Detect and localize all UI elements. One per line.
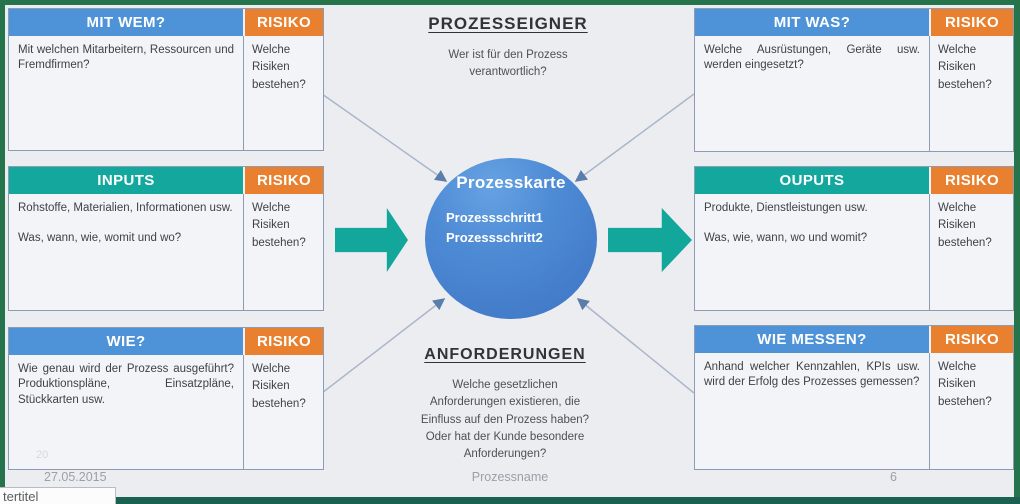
panel-text: Was, wann, wie, womit und wo?: [18, 232, 182, 245]
connector-line: [321, 93, 448, 182]
panel-text: Rohstoffe, Materialien, Informationen us…: [18, 202, 233, 214]
panel-text: Wie genau wird der Prozess ausgeführt? P…: [18, 363, 234, 406]
process-circle-title: Prozesskarte: [456, 173, 566, 192]
requirements-text: Welche gesetzlichen Anforderungen existi…: [375, 377, 635, 463]
panel-ouputs-body: Produkte, Dienstleistungen usw. Was, wie…: [695, 194, 929, 310]
requirements-block: ANFORDERUNGEN Welche gesetzlichen Anford…: [375, 346, 635, 463]
text-line: Wer ist für den Prozess: [448, 49, 568, 61]
process-owner-block: PROZESSEIGNER Wer ist für den Prozess ve…: [378, 14, 638, 82]
process-circle: Prozesskarte Prozessschritt1 Prozessschr…: [425, 158, 597, 319]
risk-header: RISIKO: [929, 326, 1013, 353]
master-title-tooltip: tertitel: [0, 487, 116, 504]
panel-wie-messen: WIE MESSEN? RISIKO Anhand welcher Kennza…: [694, 325, 1014, 470]
risk-header: RISIKO: [929, 9, 1013, 36]
risk-header: RISIKO: [243, 328, 323, 355]
panel-text: Mit welchen Mitarbeitern, Ressourcen und…: [18, 44, 234, 72]
risk-body: Welche Risiken bestehen?: [929, 194, 1013, 310]
panel-inputs: INPUTS RISIKO Rohstoffe, Materialien, In…: [8, 166, 324, 311]
footer-process-name: Prozessname: [471, 470, 549, 484]
process-steps: Prozessschritt1 Prozessschritt2: [446, 208, 597, 248]
risk-body: Welche Risiken bestehen?: [243, 355, 323, 469]
panel-text: Was, wie, wann, wo und womit?: [704, 232, 868, 245]
risk-header: RISIKO: [243, 167, 323, 194]
requirements-title: ANFORDERUNGEN: [424, 346, 586, 363]
footer-page-number: 6: [890, 470, 897, 484]
connector-line: [576, 298, 695, 394]
text-line: Welche gesetzlichen: [452, 379, 558, 391]
panel-wie-messen-body: Anhand welcher Kennzahlen, KPIs usw. wir…: [695, 353, 929, 469]
process-owner-text: Wer ist für den Prozess verantwortlich?: [378, 47, 638, 82]
text-line: Oder hat der Kunde besondere: [425, 430, 585, 443]
process-step: Prozessschritt1: [446, 210, 543, 225]
panel-inputs-body: Rohstoffe, Materialien, Informationen us…: [9, 194, 243, 310]
panel-text: Produkte, Dienstleistungen usw.: [704, 202, 868, 214]
watermark-number: 20: [36, 449, 49, 461]
panel-text: Welche Ausrüstungen, Geräte usw. werden …: [704, 44, 920, 72]
risk-body: Welche Risiken bestehen?: [243, 36, 323, 150]
panel-wie-header: WIE?: [9, 328, 243, 355]
panel-wie-messen-header: WIE MESSEN?: [695, 326, 929, 353]
panel-wie: WIE? RISIKO Wie genau wird der Prozess a…: [8, 327, 324, 470]
panel-ouputs: OUPUTS RISIKO Produkte, Dienstleistungen…: [694, 166, 1014, 311]
risk-body: Welche Risiken bestehen?: [929, 353, 1013, 469]
process-owner-title: PROZESSEIGNER: [428, 14, 588, 33]
panel-mit-was-body: Welche Ausrüstungen, Geräte usw. werden …: [695, 36, 929, 151]
panel-mit-wem-header: MIT WEM?: [9, 9, 243, 36]
connector-line: [321, 298, 446, 394]
panel-text: Anhand welcher Kennzahlen, KPIs usw. wir…: [704, 361, 920, 389]
risk-body: Welche Risiken bestehen?: [929, 36, 1013, 151]
process-step: Prozessschritt2: [446, 230, 543, 246]
panel-mit-was-header: MIT WAS?: [695, 9, 929, 36]
panel-inputs-header: INPUTS: [9, 167, 243, 194]
text-line: Einfluss auf den Prozess haben?: [420, 413, 590, 426]
risk-header: RISIKO: [929, 167, 1013, 194]
slide-bottom-bar: [0, 497, 1020, 504]
panel-mit-was: MIT WAS? RISIKO Welche Ausrüstungen, Ger…: [694, 8, 1014, 152]
panel-mit-wem: MIT WEM? RISIKO Mit welchen Mitarbeitern…: [8, 8, 324, 151]
risk-header: RISIKO: [243, 9, 323, 36]
connector-line: [574, 93, 695, 182]
text-line: verantwortlich?: [469, 66, 547, 79]
footer-date: 27.05.2015: [44, 470, 107, 484]
panel-mit-wem-body: Mit welchen Mitarbeitern, Ressourcen und…: [9, 36, 243, 150]
text-line: Anforderungen existieren, die: [429, 396, 581, 409]
panel-wie-body: Wie genau wird der Prozess ausgeführt? P…: [9, 355, 243, 469]
panel-ouputs-header: OUPUTS: [695, 167, 929, 194]
text-line: Anforderungen?: [463, 448, 547, 460]
risk-body: Welche Risiken bestehen?: [243, 194, 323, 310]
